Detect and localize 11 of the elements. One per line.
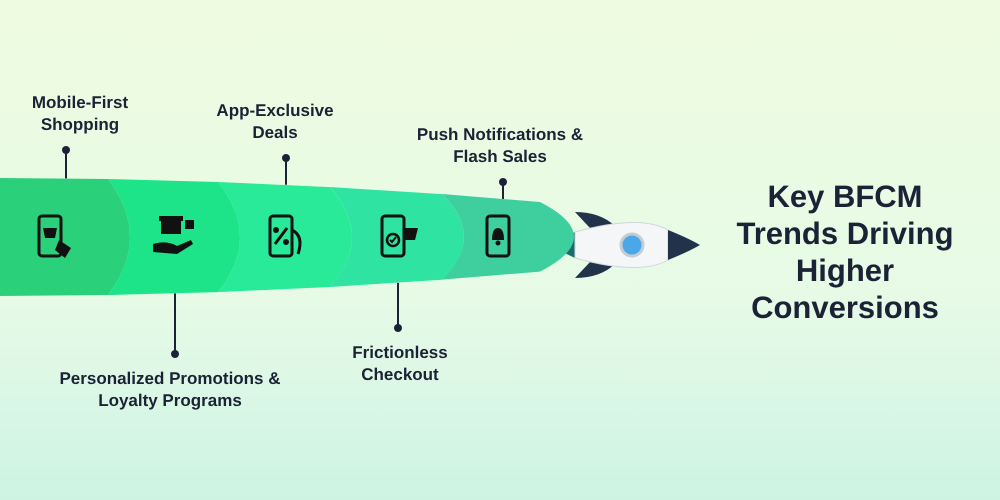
trend-label: Mobile-First Shopping xyxy=(20,92,140,136)
trend-label: App-Exclusive Deals xyxy=(200,100,350,144)
leader-line xyxy=(171,293,179,358)
title: Key BFCM Trends Driving Higher Conversions xyxy=(735,178,955,326)
leader-line xyxy=(499,178,507,199)
leader-line xyxy=(282,154,290,185)
trend-label: Personalized Promotions & Loyalty Programs xyxy=(50,368,290,412)
leader-line xyxy=(62,146,70,178)
trend-label: Push Notifications & Flash Sales xyxy=(410,124,590,168)
leader-line xyxy=(394,282,402,332)
trend-label: Frictionless Checkout xyxy=(330,342,470,386)
